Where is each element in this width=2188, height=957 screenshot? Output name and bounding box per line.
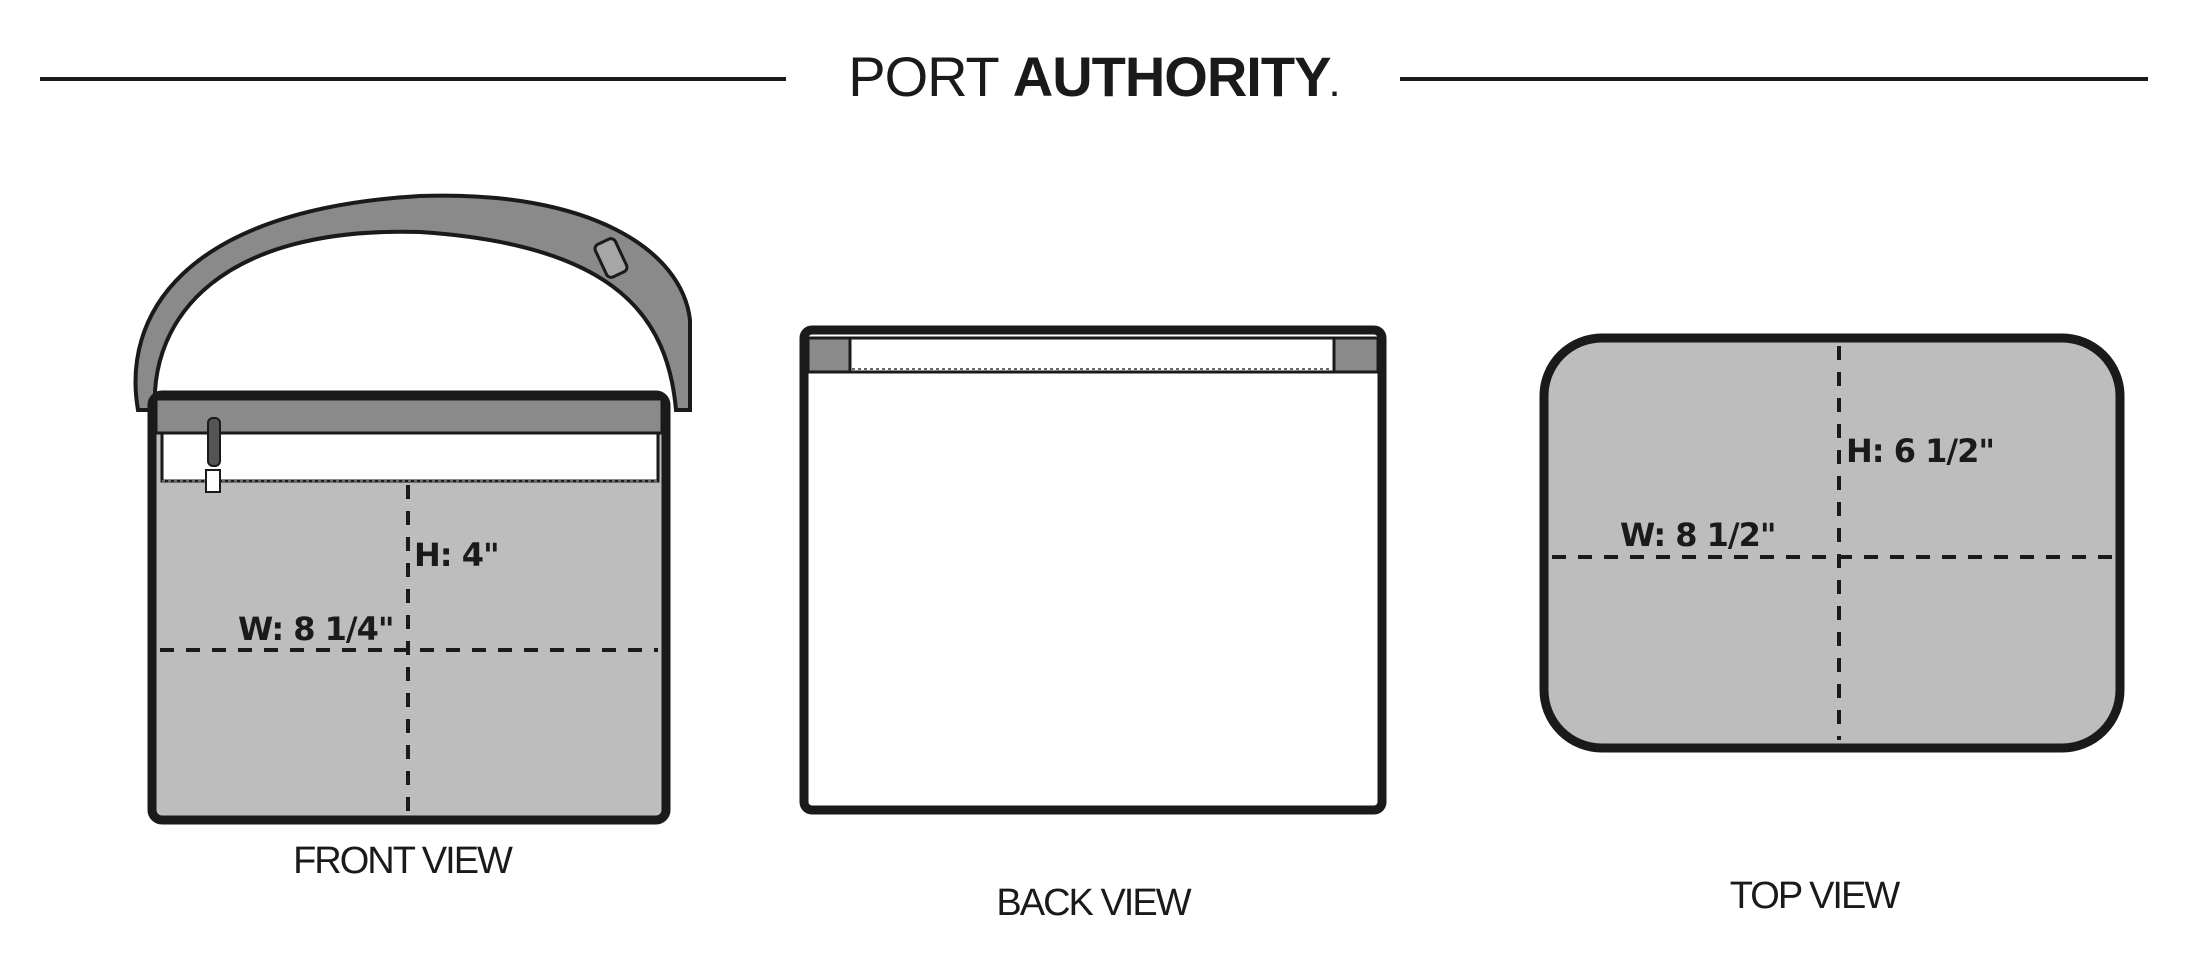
shoulder-strap xyxy=(133,193,692,412)
front-bag-body xyxy=(147,390,671,825)
front-view-label: FRONT VIEW xyxy=(293,840,513,882)
top-height-label: H: 6 1/2" xyxy=(1846,432,1994,470)
back-view-label: BACK VIEW xyxy=(996,882,1191,924)
brand-logo-bold: AUTHORITY xyxy=(1013,45,1331,108)
top-view-label: TOP VIEW xyxy=(1730,875,1901,917)
front-top-band xyxy=(154,397,664,435)
back-bag-body xyxy=(799,325,1387,815)
top-bag-body xyxy=(1539,333,2125,753)
zipper-pull-icon xyxy=(205,417,221,493)
top-view: H: 6 1/2" W: 8 1/2" TOP VIEW xyxy=(1539,333,2125,917)
back-corner-tab-left xyxy=(806,336,852,374)
brand-logo-light: PORT xyxy=(848,45,999,108)
front-height-label: H: 4" xyxy=(414,536,499,574)
front-view: H: 4" W: 8 1/4" FRONT VIEW xyxy=(133,193,692,882)
front-zipper-panel xyxy=(160,431,660,483)
strap-buckle-icon xyxy=(593,237,629,279)
back-top-sleeve xyxy=(848,336,1336,374)
back-corner-tab-right xyxy=(1332,336,1380,374)
front-width-label: W: 8 1/4" xyxy=(238,610,394,648)
top-width-label: W: 8 1/2" xyxy=(1620,516,1776,554)
back-view: BACK VIEW xyxy=(799,325,1387,924)
brand-logo-mark: . xyxy=(1330,70,1337,103)
